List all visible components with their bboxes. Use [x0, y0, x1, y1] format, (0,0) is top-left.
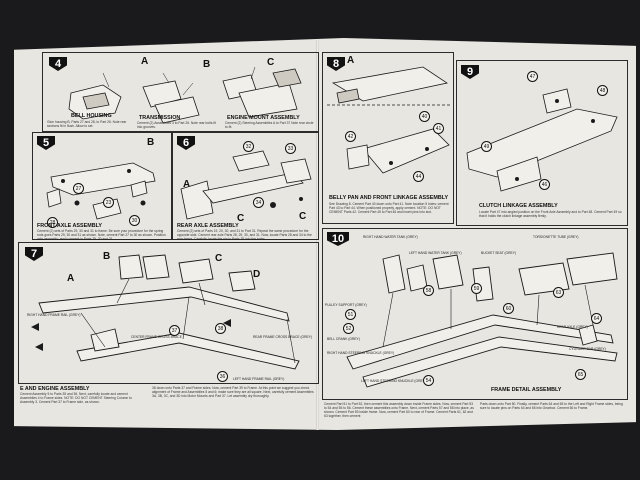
instructions-engine: Cement Assembly 5 to Parts 35 and 36. Ne…	[20, 392, 132, 404]
part-callout: 28	[47, 217, 58, 228]
subtitle-engine-assembly: E AND ENGINE ASSEMBLY	[20, 386, 90, 392]
part-callout: 63	[553, 287, 564, 298]
label-lh-water: LEFT HAND WATER TANK (GREY)	[409, 251, 462, 255]
callout-letter: A	[183, 179, 191, 190]
label-lh-knuckle: LEFT HAND STEERING KNUCKLE (GREY)	[361, 379, 426, 383]
label-bell-crank: BELL CRANK (GREY)	[327, 337, 360, 341]
label-rear-axle: REAR AXLE (GREY)	[557, 325, 588, 329]
part-callout: 46	[539, 179, 550, 190]
part-callout: 49	[481, 141, 492, 152]
part-callout: 48	[597, 85, 608, 96]
clutch-linkage-drawing	[466, 88, 618, 192]
callout-letter: B	[147, 137, 155, 148]
callout-letter: C	[267, 57, 275, 68]
subtitle-belly-pan: BELLY PAN AND FRONT LINKAGE ASSEMBLY	[329, 195, 449, 201]
instructions-engine-2: 38 down onto Parts 37 and Frame sides. N…	[152, 386, 314, 398]
center-fold	[316, 40, 319, 430]
label-bucket-seat: BUCKET SEAT (GREY)	[481, 251, 516, 255]
step-number: 10	[327, 232, 349, 246]
part-callout: 32	[243, 141, 254, 152]
subtitle-frame-detail: FRAME DETAIL ASSEMBLY	[491, 387, 562, 393]
instructions-clutch: Locate Part 47 into angled position on t…	[479, 210, 622, 218]
step-7-panel: 4 7 B C A D RIGHT HAND FRAME RAIL (GREY)	[18, 242, 319, 384]
part-callout: 60	[503, 303, 514, 314]
instructions-frame: Cement Part 51 to Part 52, then cement t…	[324, 402, 474, 418]
callout-letter: C	[215, 253, 223, 264]
instructions-belly: See Drawing 8. Cement Part 40 down onto …	[329, 202, 449, 214]
part-callout: 64	[591, 313, 602, 324]
frame-assembly-drawing	[31, 254, 300, 370]
callout-letter: B	[103, 251, 111, 262]
subtitle-front-axle: FRONT AXLE ASSEMBLY	[37, 223, 102, 229]
label-tank-bottom: TORSIONETTE TUBE (GREY)	[533, 235, 579, 239]
step-4-panel: 4 A B C BELL HOUSING TRANSMISSION ENGINE…	[42, 52, 319, 132]
instructions-rear-axle: Cement (2) sets of Parts 19, 20, 30, and…	[177, 229, 312, 240]
part-callout: 59	[471, 283, 482, 294]
label-center-brace: CENTER FRAME CROSS BRACE	[131, 335, 182, 339]
step-6-panel: 6 A C C 32 33 34 REAR AXLE ASSEMBLY Ceme…	[172, 132, 319, 240]
part-callout: 51	[345, 309, 356, 320]
label-rh-frame: RIGHT HAND FRAME RAIL (GREY)	[27, 313, 81, 317]
subtitle-bell-housing: BELL HOUSING	[71, 113, 112, 119]
callout-letter: B	[203, 59, 211, 70]
part-callout: 58	[423, 285, 434, 296]
callout-letter: C	[237, 213, 245, 224]
part-callout: 42	[345, 131, 356, 142]
part-callout: 37	[169, 325, 180, 336]
instructions-front-axle: Cement (2) sets of Parts 29, 30 and 31 t…	[37, 229, 166, 240]
callout-letter: A	[141, 56, 149, 67]
part-callout: 41	[433, 123, 444, 134]
belly-pan-drawing	[327, 66, 451, 174]
part-callout: 54	[423, 375, 434, 386]
part-callout: 52	[343, 323, 354, 334]
callout-letter: A	[67, 273, 75, 284]
label-rh-knuckle: RIGHT HAND STEERING KNUCKLE (GREY)	[327, 351, 395, 355]
part-callout: 44	[413, 171, 424, 182]
part-callout: 38	[215, 323, 226, 334]
label-lh-frame: LEFT HAND FRAME RAIL (GREY)	[233, 377, 285, 381]
label-pulley: PULLEY SUPPORT (GREY)	[325, 303, 367, 307]
part-callout: 27	[73, 183, 84, 194]
instructions-bell: Glue housing B, Parts 27 and 28, to Part…	[47, 120, 127, 128]
step-5-panel: 5 B 27 23 30 28 FRONT AXLE ASSEMBLY Ceme…	[32, 132, 172, 240]
label-cylinder: CYLINDER BAR (GREY)	[569, 347, 606, 351]
step-number: 7	[25, 247, 43, 261]
callout-letter: C	[299, 211, 307, 222]
part-callout: 34	[253, 197, 264, 208]
subtitle-engine-mount: ENGINE MOUNT ASSEMBLY	[227, 115, 300, 121]
callout-letter: A	[347, 55, 355, 66]
step-9-panel: 9 47 48 49 46 CLUTCH LINKAGE ASSEMBLY Lo…	[456, 60, 628, 226]
subtitle-clutch: CLUTCH LINKAGE ASSEMBLY	[479, 203, 558, 209]
subtitle-transmission: TRANSMISSION	[139, 115, 181, 121]
step-number: 8	[327, 57, 345, 71]
step-number: 5	[37, 136, 55, 150]
callout-letter: D	[253, 269, 261, 280]
part-callout: 33	[285, 143, 296, 154]
step-number: 9	[461, 65, 479, 79]
label-rear-brace: REAR FRAME CROSS BRACE (GREY)	[253, 335, 312, 339]
step-number: 6	[177, 136, 195, 150]
instructions-trans: Cement (2) Assemblies 3 to Part 26. Note…	[137, 121, 216, 129]
part-callout: 30	[129, 215, 140, 226]
instructions-mount: Cement (2) Steering Assemblies A to Part…	[225, 121, 314, 129]
step-number: 4	[49, 57, 67, 71]
part-callout: 47	[527, 71, 538, 82]
part-callout: 65	[575, 369, 586, 380]
part-callout: 23	[103, 197, 114, 208]
step-10-panel: 10 RIGHT HAND WATER TANK (GREY) LEFT HAN…	[322, 228, 628, 400]
part-callout: 36	[217, 371, 228, 382]
step-8-panel: 8 A 40 41 42 44 BELLY PAN AND FRONT LINK…	[322, 52, 454, 224]
label-water-tank: RIGHT HAND WATER TANK (GREY)	[363, 235, 418, 239]
part-callout: 40	[419, 111, 430, 122]
bell-housing-drawing	[68, 66, 302, 124]
instructions-frame-2: Parts down onto Part 50. Finally, cement…	[480, 402, 623, 410]
rear-axle-drawing	[180, 150, 312, 220]
subtitle-rear-axle: REAR AXLE ASSEMBLY	[177, 223, 239, 229]
